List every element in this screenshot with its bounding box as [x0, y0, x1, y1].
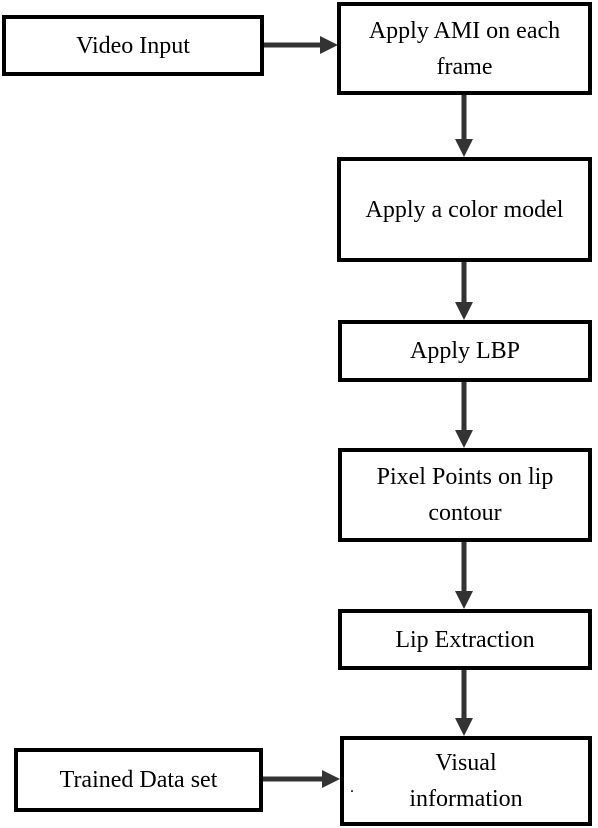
node-video-input: Video Input — [2, 15, 264, 76]
arrow-head-icon — [320, 36, 338, 54]
node-pixel-points-on-lip-contour: Pixel Points on lip contour — [338, 448, 592, 542]
edge-pixel-points-to-lip-extraction — [455, 541, 473, 609]
arrow-head-icon — [455, 591, 473, 609]
node-label: Apply AMI on each frame — [368, 17, 561, 80]
node-label: Apply a color model — [365, 196, 564, 223]
edge-trained-data-set-to-visual-information — [262, 770, 340, 788]
edge-apply-lbp-to-pixel-points — [455, 380, 473, 448]
node-label: Apply LBP — [409, 338, 520, 364]
arrow-head-icon — [322, 770, 340, 788]
node-label: Pixel Points on lip contour — [376, 464, 554, 526]
edge-lip-extraction-to-visual-information — [455, 668, 473, 736]
node-apply-lbp: Apply LBP — [338, 320, 592, 382]
arrow-head-icon — [455, 718, 473, 736]
edge-apply-ami-to-color-model — [455, 93, 473, 157]
arrow-head-icon — [455, 139, 473, 157]
node-label: Lip Extraction — [395, 626, 535, 653]
node-label: Trained Data set — [59, 767, 218, 793]
edge-video-input-to-apply-ami — [262, 36, 338, 54]
edge-color-model-to-apply-lbp — [455, 262, 473, 320]
node-visual-information: Visual information — [340, 736, 592, 826]
node-label: Video Input — [76, 32, 190, 59]
arrow-head-icon — [455, 302, 473, 320]
node-apply-color-model: Apply a color model — [337, 157, 592, 262]
node-lip-extraction: Lip Extraction — [338, 609, 592, 670]
arrow-head-icon — [455, 430, 473, 448]
node-label: Visual information — [409, 750, 523, 812]
node-trained-data-set: Trained Data set — [14, 748, 263, 812]
stray-mark: . — [350, 779, 354, 796]
node-apply-ami: Apply AMI on each frame — [337, 2, 592, 95]
